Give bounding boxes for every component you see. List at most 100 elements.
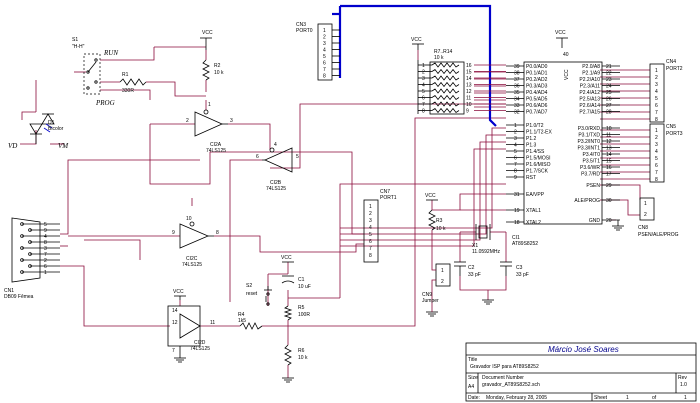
schematic-label: reset [246, 291, 258, 297]
resistor-r5: R5 100R [283, 305, 310, 321]
schematic-label: CI2D [194, 340, 206, 346]
schematic-label: 1 [644, 201, 647, 207]
schematic-label: CI2B [270, 180, 282, 186]
mcu-pin-number: 35 [514, 90, 520, 96]
mcu-pin-name: P3.5/T1 [582, 159, 600, 165]
mcu-pin-number: 10 [606, 126, 612, 132]
pin-label: 6 [323, 61, 326, 67]
schematic-label: R7..R14 [434, 49, 453, 55]
pin-label: 3 [44, 246, 47, 252]
pin-label: 8 [655, 117, 658, 123]
mcu-pin-number: 13 [606, 146, 612, 152]
capacitor-c3: C3 33 pF [500, 261, 529, 278]
schematic-label: 14 [172, 308, 178, 314]
mcu-pin-number: 24 [606, 84, 612, 90]
switch-s2: S2 reset [246, 283, 272, 306]
pin-label: 8 [44, 240, 47, 246]
mcu-pin-name: P0.7/AD7 [526, 110, 548, 116]
mcu-pin-number: 37 [514, 77, 520, 83]
pin-label: 1 [369, 204, 372, 210]
pin-label: 2 [44, 258, 47, 264]
pin-label: 5 [323, 54, 326, 60]
resistor-r6: R6 10 k [284, 344, 308, 366]
schematic-label: 330R [122, 88, 134, 94]
pin-label: 8 [422, 109, 425, 115]
schematic-label: 2 [644, 212, 647, 218]
resistor-element [431, 62, 460, 68]
schematic-label: C2 [468, 265, 475, 271]
schematic-label: S1 [72, 37, 78, 43]
schematic-label: R5 [298, 305, 305, 311]
mcu-pin-name: EA/VPP [526, 192, 545, 198]
schematic-label: CN3 [296, 22, 306, 28]
pin-label: 11 [466, 96, 471, 102]
mcu-pin-number: 18 [514, 220, 520, 226]
mcu-pin-number: 4 [514, 143, 517, 149]
schematic-label: 40 [563, 52, 569, 58]
schematic-label: 1.0 [680, 382, 687, 388]
mcu-pin-name: RST [526, 175, 536, 181]
buffer-ci2a: 2 3 1 CI2A 74LS125 [186, 102, 233, 154]
schematic-label: PORT3 [666, 131, 683, 137]
schematic-label: Jumper [422, 298, 439, 304]
mcu-pin-number: 23 [606, 77, 612, 83]
connector-cn8: 1 2 CN8 PSEN/ALE/PROG [638, 197, 679, 238]
schematic-label: 1k5 [238, 318, 246, 324]
schematic-label: PROG [95, 99, 115, 107]
pin-label: 12 [466, 89, 472, 95]
pin-label: 7 [369, 246, 372, 252]
mcu-pin-name: P3.1/TXD [578, 133, 600, 139]
mcu-pin-number: 5 [514, 149, 517, 155]
mcu-pin-number: 2 [514, 130, 517, 136]
schematic-label: 1 [684, 395, 687, 401]
mcu-pin-name: P2.0/A8 [582, 64, 600, 70]
mcu-pin-number: 7 [514, 162, 517, 168]
resistor-element [431, 81, 460, 88]
mcu-pin-name: P3.2/INT0 [577, 139, 600, 145]
schematic-label: Sheet [594, 395, 608, 401]
schematic-label: 33 pF [516, 272, 529, 278]
schematic-label: VD [8, 142, 17, 150]
schematic-label: CN5 [666, 124, 676, 130]
mcu-pin-name: P3.0/RXD [578, 126, 601, 132]
schematic-label: R2 [214, 63, 221, 69]
schematic-label: CN8 [638, 225, 648, 231]
schematic-label: PORT1 [380, 195, 397, 201]
schematic-label: PORT2 [666, 66, 683, 72]
schematic-label: Date: [468, 395, 480, 401]
mcu-pin-number: 34 [514, 97, 520, 103]
vcc-label: VCC [202, 30, 213, 36]
vcc-label: VCC [425, 193, 436, 199]
schematic-label: 10 k [298, 355, 308, 361]
mcu-pin-name: P0.4/AD4 [526, 90, 548, 96]
pin-label: 6 [655, 163, 658, 169]
mcu-pin-name: GND [589, 218, 601, 224]
mcu-pin-number: 36 [514, 84, 520, 90]
capacitor-c2: C2 33 pF [454, 261, 481, 278]
mcu-pin-name: P2.3/A11 [580, 84, 600, 90]
pin-label: 8 [655, 177, 658, 183]
schematic-label: 2 [186, 118, 189, 124]
ground-symbols [174, 220, 624, 383]
mcu-pin-number: 19 [514, 208, 520, 214]
schematic-label: Bicolor [48, 126, 64, 132]
switch-s1: S1 "H-H" RUN PROG [72, 37, 118, 107]
mcu-pin-name: P2.5/A13 [579, 97, 600, 103]
schematic-label: VCC [564, 69, 570, 80]
pin-label: 15 [466, 70, 472, 76]
schematic-label: CN9 [422, 292, 432, 298]
mcu-pin-number: 31 [514, 192, 520, 198]
pin-label: 3 [655, 142, 658, 148]
mcu-pin-number: 27 [606, 103, 612, 109]
pin-label: 1 [323, 28, 326, 34]
pin-label: 4 [655, 89, 658, 95]
mcu-pin-name: P1.2 [526, 136, 537, 142]
mcu-pin-number: 38 [514, 71, 520, 77]
schematic-label: 11 [210, 320, 215, 326]
schematic-label: Document Number [482, 375, 524, 381]
